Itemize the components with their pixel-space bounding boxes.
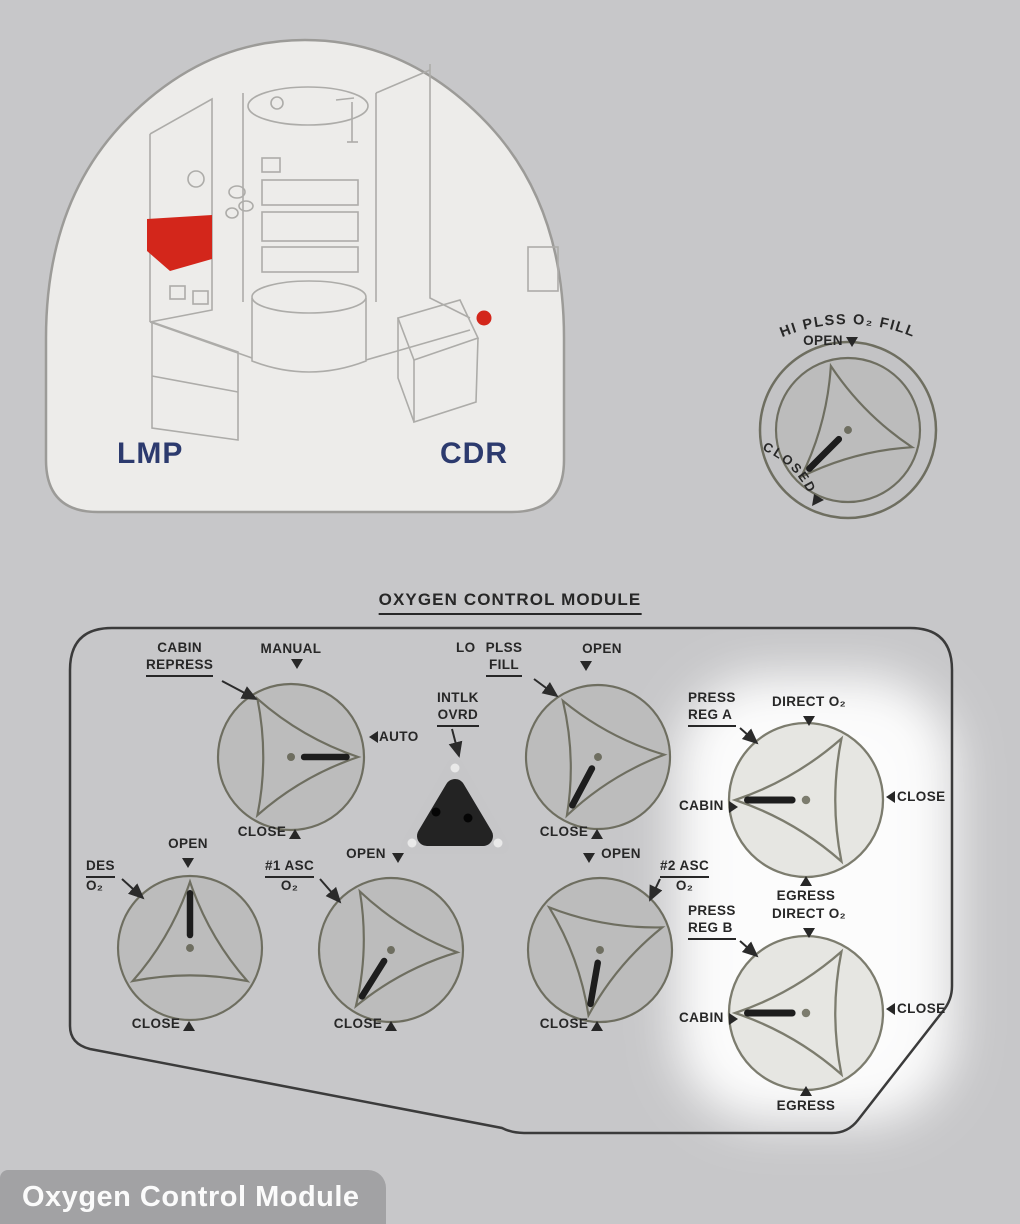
asc1-close-arrow-icon xyxy=(385,1021,397,1031)
asc1-o2-callout: #1 ASC O₂ xyxy=(265,858,315,893)
hi-plss-open-arrow-icon xyxy=(846,337,858,347)
des-open-arrow-icon xyxy=(182,858,194,868)
cabin-repress-knob xyxy=(218,684,364,830)
rega-close-arrow-icon xyxy=(886,791,895,803)
regb-egress-arrow-icon xyxy=(800,1086,812,1096)
caption-box: Oxygen Control Module xyxy=(0,1170,386,1224)
lmp-label: LMP xyxy=(117,437,184,470)
ocm-location-highlight xyxy=(147,215,212,271)
leader-lines xyxy=(121,678,759,958)
asc2-close-arrow-icon xyxy=(591,1021,603,1031)
des-o2-close-label: CLOSE xyxy=(131,1016,181,1031)
intlk-ovrd-callout: INTLK OVRD xyxy=(437,690,479,727)
press-reg-a-direct-label: DIRECT O₂ xyxy=(771,694,847,709)
des-o2-knob xyxy=(118,876,262,1020)
plss-fill-knob xyxy=(501,660,696,855)
press-reg-a-egress-label: EGRESS xyxy=(776,888,836,903)
auto-arrow-icon xyxy=(369,731,378,743)
hi-plss-arc-label: HI PLSS O₂ FILL xyxy=(778,312,919,341)
plss-close-arrow-icon xyxy=(591,829,603,839)
press-reg-a-knob xyxy=(729,723,883,877)
asc1-open-arrow-icon xyxy=(392,853,404,863)
intlk-ovrd-button xyxy=(401,758,509,854)
rega-egress-arrow-icon xyxy=(800,876,812,886)
rega-direct-arrow-icon xyxy=(803,716,815,726)
cabin-repress-close-label: CLOSE xyxy=(237,824,287,839)
des-o2-callout: DES O₂ xyxy=(86,858,115,893)
cabin-repress-manual-label: MANUAL xyxy=(260,641,322,656)
rega-cabin-arrow-icon xyxy=(729,801,738,813)
press-reg-a-callout: PRESS REG A xyxy=(688,690,736,727)
press-reg-b-knob xyxy=(729,936,883,1090)
panel-heading: OXYGEN CONTROL MODULE xyxy=(378,589,642,616)
cdr-label: CDR xyxy=(440,437,508,470)
asc1-o2-close-label: CLOSE xyxy=(333,1016,383,1031)
cabin-repress-callout: CABIN REPRESS xyxy=(146,640,214,677)
plss-fill-open-label: OPEN xyxy=(582,641,622,656)
des-o2-open-label: OPEN xyxy=(168,836,208,851)
plss-fill-callout: LO PLSS FILL xyxy=(456,640,523,677)
hi-plss-open-label: OPEN xyxy=(803,333,843,348)
cdr-location-dot xyxy=(476,310,492,326)
manual-arrow-icon xyxy=(291,659,303,669)
press-reg-a-close-label: CLOSE xyxy=(897,789,946,804)
asc2-o2-open-label: OPEN xyxy=(601,846,641,861)
cabin-repress-auto-label: AUTO xyxy=(379,729,419,744)
caption-text: Oxygen Control Module xyxy=(22,1180,360,1213)
plss-open-arrow-icon xyxy=(580,661,592,671)
hi-plss-o2-fill-knob xyxy=(746,328,950,532)
asc1-o2-open-label: OPEN xyxy=(346,846,386,861)
regb-close-arrow-icon xyxy=(886,1003,895,1015)
asc2-o2-close-label: CLOSE xyxy=(539,1016,589,1031)
press-reg-b-direct-label: DIRECT O₂ xyxy=(771,906,847,921)
asc2-o2-knob xyxy=(517,867,684,1034)
plss-fill-close-label: CLOSE xyxy=(539,824,589,839)
cabin-cutaway-drawing xyxy=(44,38,566,514)
press-reg-b-callout: PRESS REG B xyxy=(688,903,736,940)
asc2-open-arrow-icon xyxy=(583,853,595,863)
press-reg-b-egress-label: EGRESS xyxy=(776,1098,836,1113)
press-reg-b-cabin-label: CABIN xyxy=(679,1010,724,1025)
cabin-repress-close-arrow-icon xyxy=(289,829,301,839)
des-close-arrow-icon xyxy=(183,1021,195,1031)
asc2-o2-callout: #2 ASC O₂ xyxy=(660,858,710,893)
direction-arrows xyxy=(182,337,895,1096)
ocm-panel-outline xyxy=(68,626,954,1135)
regb-direct-arrow-icon xyxy=(803,928,815,938)
hi-plss-closed-arrow-icon xyxy=(812,494,824,506)
press-reg-a-cabin-label: CABIN xyxy=(679,798,724,813)
plss-fill-lo-label: LO xyxy=(456,640,476,655)
press-reg-b-close-label: CLOSE xyxy=(897,1001,946,1016)
regb-cabin-arrow-icon xyxy=(729,1013,738,1025)
